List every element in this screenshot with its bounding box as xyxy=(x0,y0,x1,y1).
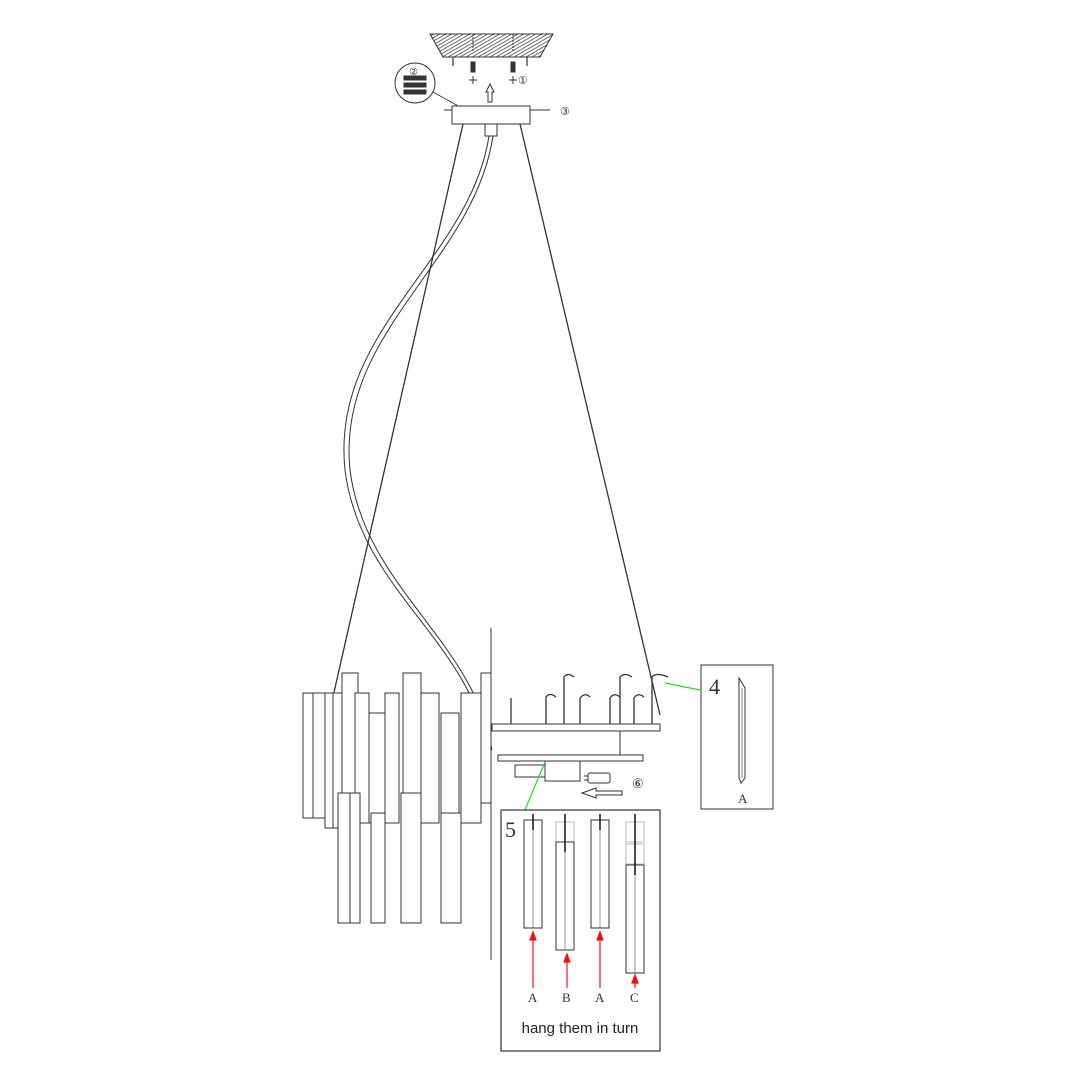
left-arrow-icon xyxy=(580,787,623,799)
pointer-4 xyxy=(664,682,701,691)
step-4-box xyxy=(700,664,774,810)
power-cord xyxy=(343,135,494,751)
screw-icon xyxy=(469,34,517,84)
step-5-caption: hang them in turn xyxy=(522,1020,639,1037)
canopy xyxy=(444,105,550,137)
up-arrow-icon xyxy=(485,82,495,103)
bulb-icon xyxy=(584,772,611,784)
crystal-label-4: C xyxy=(630,990,639,1005)
step-1-label: ① xyxy=(518,75,528,87)
ceiling xyxy=(429,33,554,66)
step-5-box xyxy=(500,809,661,1052)
crystal-label-3: A xyxy=(595,990,605,1005)
pointer-5 xyxy=(524,761,546,811)
hooks xyxy=(510,673,669,724)
crystal-label-2: B xyxy=(562,990,571,1005)
step-2-label: ② xyxy=(409,67,418,78)
step-4-number: 4 xyxy=(709,674,720,699)
step-3-label: ③ xyxy=(560,106,570,118)
step-6-label: ⑥ xyxy=(632,776,644,791)
crystal-a-label: A xyxy=(738,791,748,806)
step-5-number: 5 xyxy=(505,817,516,842)
crystal-array xyxy=(302,672,492,924)
frame xyxy=(491,723,661,782)
wire-detail-callout xyxy=(394,62,461,108)
crystal-label-1: A xyxy=(528,990,538,1005)
suspension-cables xyxy=(329,123,661,716)
